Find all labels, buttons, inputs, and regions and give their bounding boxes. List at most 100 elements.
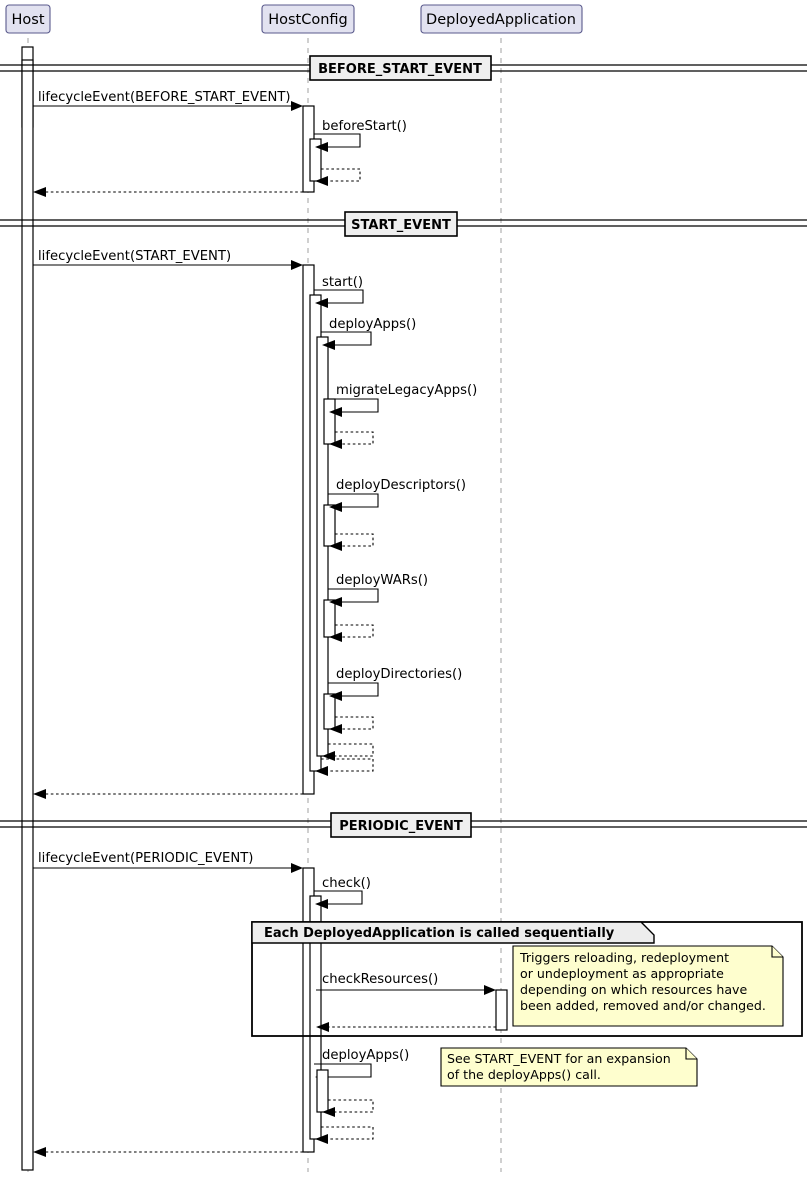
group-each-deployedapplication: Each DeployedApplication is called seque… — [251, 921, 803, 1037]
participant-hostconfig[interactable]: HostConfig — [261, 4, 355, 34]
arrowhead-m6 — [315, 298, 328, 308]
activation-hostconfig-pe-3 — [316, 1069, 329, 1113]
activation-hostconfig-bs-2 — [309, 138, 322, 182]
arrowhead-m19 — [291, 863, 303, 873]
message-return-deploywars — [329, 624, 374, 642]
participant-label-deployedapplication: DeployedApplication — [426, 12, 576, 28]
message-label-m10: deployDescriptors() — [336, 478, 466, 493]
activation-hostconfig-se-wars — [323, 599, 336, 638]
message-return-before-start — [315, 168, 361, 186]
arrowhead-m15 — [329, 724, 342, 734]
message-return-to-host-3 — [33, 1147, 303, 1157]
arrowhead-m17 — [315, 766, 328, 776]
activation-hostconfig-se-directories — [323, 693, 336, 730]
note-line-2-1: of the deployApps() call. — [447, 1067, 601, 1082]
note-line-1-0: Triggers reloading, redeployment — [519, 950, 729, 965]
arrowhead-m5 — [291, 260, 303, 270]
note-check-resources: Triggers reloading, redeployment or unde… — [512, 945, 784, 1027]
message-label-m2: beforeStart() — [322, 119, 407, 134]
message-check-self: check() — [314, 876, 371, 909]
message-deployapps-self: deployApps() — [321, 317, 416, 350]
note-fold-2 — [685, 1048, 697, 1060]
note-body-2 — [440, 1047, 698, 1087]
divider-label-start-event: START_EVENT — [351, 218, 451, 233]
message-label-m6: start() — [322, 275, 363, 290]
arrowhead-m22 — [316, 1022, 329, 1032]
participant-box-deployedapplication[interactable] — [420, 4, 583, 34]
arrowhead-m21 — [484, 985, 496, 995]
divider-periodic-event: PERIODIC_EVENT — [0, 812, 807, 838]
participant-deployedapplication[interactable]: DeployedApplication — [420, 4, 583, 34]
arrowhead-m12 — [329, 597, 342, 607]
activation-host-main — [21, 59, 34, 1171]
arrowhead-m24 — [322, 1107, 335, 1117]
message-label-m7: deployApps() — [329, 317, 416, 332]
message-label-m5: lifecycleEvent(START_EVENT) — [38, 249, 231, 264]
divider-box-periodic-event — [330, 812, 472, 838]
note-line-1-3: been added, removed and/or changed. — [520, 998, 766, 1013]
message-return-to-host-2 — [33, 789, 303, 799]
note-line-2-0: See START_EVENT for an expansion — [447, 1051, 671, 1066]
arrowhead-m3 — [315, 176, 328, 186]
arrowhead-m13 — [329, 632, 342, 642]
message-label-m20: check() — [322, 876, 371, 891]
message-return-deployapps-periodic — [322, 1099, 374, 1117]
activation-deployedapplication — [495, 989, 508, 1031]
participant-host[interactable]: Host — [5, 4, 51, 34]
message-deploydescriptors-self: deployDescriptors() — [328, 478, 466, 512]
message-before-start-self: beforeStart() — [314, 119, 407, 152]
message-return-migratelegacyapps — [329, 431, 374, 449]
message-deploydirectories-self: deployDirectories() — [328, 667, 462, 701]
message-return-level2 — [315, 758, 374, 776]
note-body-1 — [512, 945, 784, 1027]
arrowhead-m2 — [315, 142, 328, 152]
arrowhead-m20 — [315, 899, 328, 909]
message-deploywars-self: deployWARs() — [328, 573, 428, 607]
message-label-m23: deployApps() — [322, 1048, 409, 1063]
arrowhead-m8 — [329, 407, 342, 417]
message-start-self: start() — [314, 275, 364, 308]
arrowhead-m25 — [315, 1134, 328, 1144]
message-label-m14: deployDirectories() — [336, 667, 462, 682]
message-lifecycle-periodic-event: lifecycleEvent(PERIODIC_EVENT) — [33, 851, 303, 873]
divider-box-start-event — [344, 211, 458, 237]
divider-label-before-start-event: BEFORE_START_EVENT — [318, 62, 482, 77]
note-fold-1 — [771, 946, 783, 958]
message-return-deploydirectories — [329, 716, 374, 734]
arrowhead-m18 — [33, 789, 46, 799]
message-checkresources: checkResources() — [316, 972, 496, 995]
message-label-m21: checkResources() — [322, 972, 438, 987]
group-header-label: Each DeployedApplication is called seque… — [264, 926, 615, 941]
note-deploy-apps: See START_EVENT for an expansion of the … — [440, 1047, 698, 1087]
arrowhead-m14 — [329, 691, 342, 701]
note-line-1-2: depending on which resources have — [520, 982, 748, 997]
participant-label-host: Host — [11, 12, 44, 28]
message-label-m12: deployWARs() — [336, 573, 428, 588]
message-return-deploydescriptors — [329, 533, 374, 551]
message-label-m8: migrateLegacyApps() — [336, 383, 477, 398]
message-return-to-host-1 — [33, 187, 303, 197]
arrowhead-m26 — [33, 1147, 46, 1157]
divider-label-periodic-event: PERIODIC_EVENT — [339, 819, 463, 834]
participant-label-hostconfig: HostConfig — [268, 12, 348, 28]
message-lifecycle-before-start-event: lifecycleEvent(BEFORE_START_EVENT) — [33, 90, 303, 111]
activation-hostconfig-se-migrate — [323, 398, 336, 445]
arrowhead-m10 — [329, 502, 342, 512]
lifelines — [27, 38, 502, 1172]
message-lifecycle-start-event: lifecycleEvent(START_EVENT) — [33, 249, 303, 270]
message-return-periodic-level2 — [315, 1126, 374, 1144]
message-label-m1: lifecycleEvent(BEFORE_START_EVENT) — [38, 90, 291, 105]
message-label-m19: lifecycleEvent(PERIODIC_EVENT) — [38, 851, 253, 866]
arrowhead-m7 — [322, 340, 335, 350]
divider-before-start-event: BEFORE_START_EVENT — [0, 55, 807, 81]
arrowhead-m4 — [33, 187, 46, 197]
participant-box-host[interactable] — [5, 4, 51, 34]
divider-start-event: START_EVENT — [0, 211, 807, 237]
participant-box-hostconfig[interactable] — [261, 4, 355, 34]
note-line-1-1: or undeployment as appropriate — [520, 966, 724, 981]
message-migratelegacyapps-self: migrateLegacyApps() — [328, 383, 477, 417]
group-header-shape — [251, 921, 655, 944]
arrowhead-m11 — [329, 541, 342, 551]
